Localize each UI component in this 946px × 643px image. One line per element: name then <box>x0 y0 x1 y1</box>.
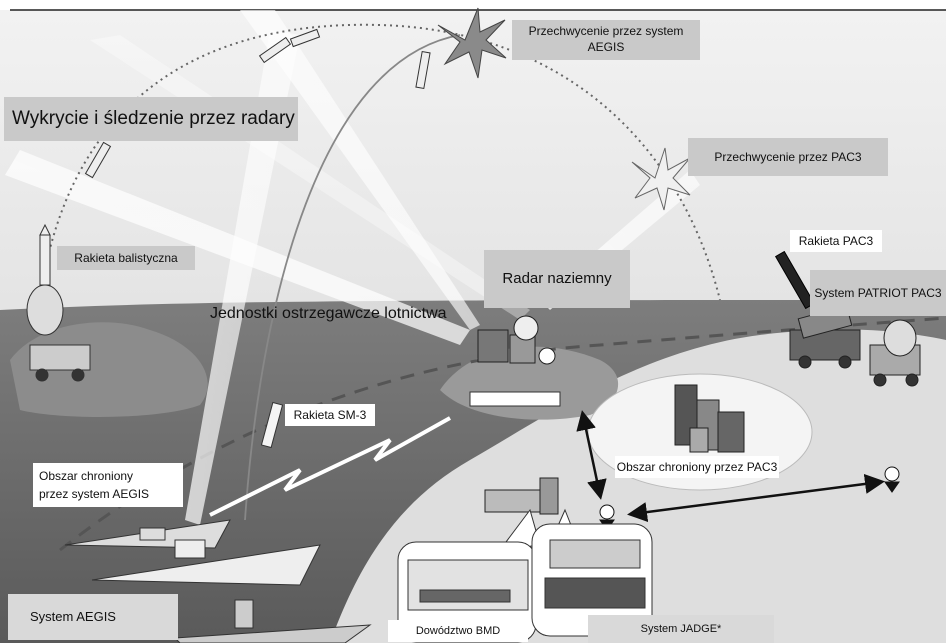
radar-beam-3 <box>185 30 300 525</box>
launcher-truck <box>29 344 91 382</box>
missile-midcourse-2 <box>289 28 321 48</box>
ground-radar-label: Radar naziemny <box>484 250 630 308</box>
aegis-ship-2 <box>91 539 321 586</box>
ground-radar-station <box>477 315 556 365</box>
aegis-system-label: System AEGIS <box>8 594 178 640</box>
interception-pac3-label: Przechwycenie przez PAC3 <box>688 138 888 176</box>
aegis-area-label: Obszar chroniony przez system AEGIS <box>33 463 183 507</box>
operations-callout <box>531 508 653 637</box>
command-callout <box>397 508 541 643</box>
air-warning-units-label: Jednostki ostrzegawcze lotnictwa <box>210 305 447 322</box>
aegis-interception-star <box>437 7 507 79</box>
pac3-interception-star <box>631 147 691 211</box>
datalink-lightning <box>209 416 451 517</box>
interception-aegis-label: Przechwycenie przez system AEGIS <box>512 20 700 60</box>
detection-tracking-label: Wykrycie i śledzenie przez radary <box>4 97 298 141</box>
airfield <box>469 391 561 407</box>
link-arrow-horizontal <box>627 474 885 522</box>
ballistic-trajectory <box>44 23 721 301</box>
pac3-missile-label: Rakieta PAC3 <box>790 230 882 252</box>
sm3-missile-label: Rakieta SM-3 <box>285 404 375 426</box>
city-buildings <box>674 384 745 453</box>
pac3-area-label: Obszar chroniony przez PAC3 <box>615 456 779 478</box>
ballistic-missile-launch <box>26 223 64 336</box>
aegis-area-label-line2: przez system AEGIS <box>39 487 150 501</box>
patriot-radar <box>869 319 921 387</box>
aegis-ship-3 <box>173 599 372 643</box>
antenna-remote <box>884 466 900 493</box>
jadge-system-label: System JADGE* <box>588 615 774 643</box>
aegis-area-label-line1: Obszar chroniony <box>39 469 134 483</box>
missile-ascending <box>84 141 112 179</box>
bmd-command-label: Dowództwo BMD <box>388 620 528 642</box>
missile-midcourse-1 <box>258 36 292 64</box>
sm3-trajectory <box>244 34 461 521</box>
radar-beam-2 <box>240 10 480 330</box>
patriot-system-label: System PATRIOT PAC3 <box>810 270 946 316</box>
command-building <box>484 477 559 515</box>
interception-aegis-label-line2: AEGIS <box>587 40 625 54</box>
ballistic-missile-label: Rakieta balistyczna <box>57 246 195 270</box>
interception-aegis-label-line1: Przechwycenie przez system <box>528 24 684 38</box>
sm3-missile-icon <box>260 401 284 449</box>
link-arrow-vertical <box>576 410 607 500</box>
missile-descending <box>415 50 431 90</box>
